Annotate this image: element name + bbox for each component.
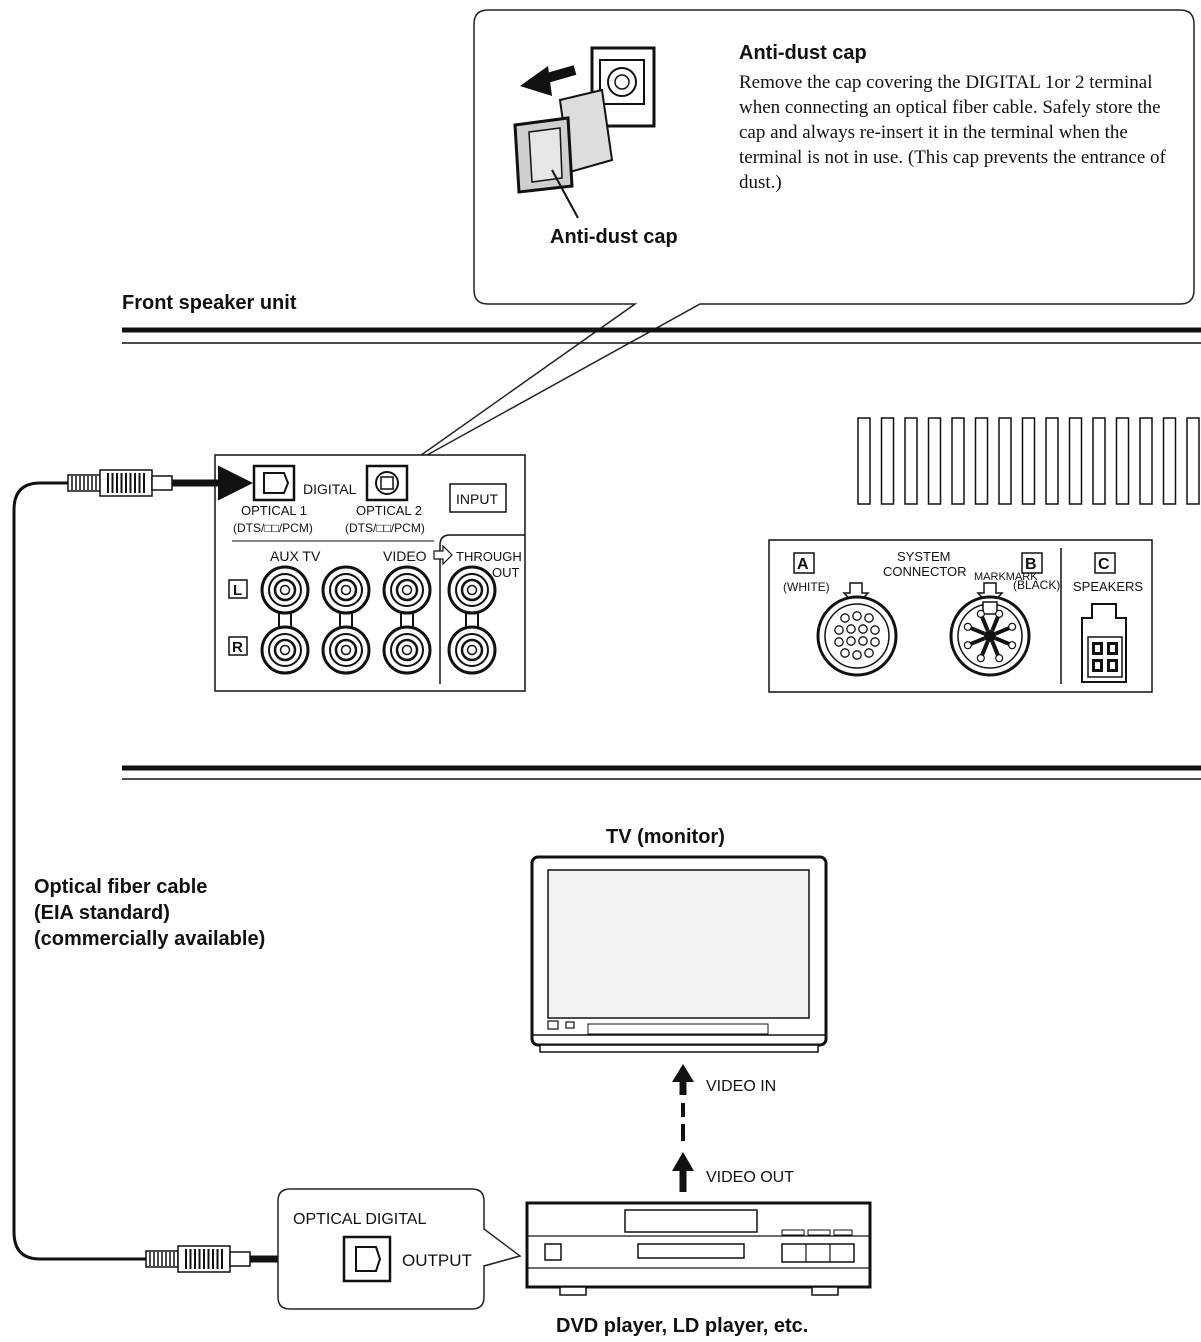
left-channel-label: L — [233, 582, 242, 599]
vent-slot — [857, 417, 871, 505]
mark-label: MARKMARK — [974, 571, 1038, 583]
connector-label: CONNECTOR — [883, 564, 967, 579]
through-arrow-icon — [433, 544, 453, 566]
rca-jack[interactable] — [447, 625, 497, 675]
optical-2-label: OPTICAL 2 — [356, 503, 422, 518]
vent-slot — [1092, 417, 1106, 505]
vent-slot — [904, 417, 918, 505]
rca-jack[interactable] — [321, 565, 371, 615]
rca-jack[interactable] — [382, 625, 432, 675]
tv-title: TV (monitor) — [606, 826, 725, 848]
optical-1-label: OPTICAL 1 — [241, 503, 307, 518]
rca-jack[interactable] — [321, 625, 371, 675]
connector-a-color: (WHITE) — [783, 580, 830, 594]
speakers-label: SPEAKERS — [1073, 579, 1143, 594]
dvd-player: DVD player, LD player, etc. — [525, 1201, 872, 1337]
digital-label: DIGITAL — [303, 481, 357, 497]
anti-dust-cap-illustration — [513, 46, 656, 219]
connector-c-label: C — [1098, 556, 1110, 573]
connector-b-color: (BLACK) — [1013, 578, 1060, 592]
video-connection-arrows: VIDEO IN VIDEO OUT — [672, 1064, 794, 1192]
front-unit-title: Front speaker unit — [122, 292, 297, 314]
rca-jack[interactable] — [447, 565, 497, 615]
cable-label-line-1: Optical fiber cable — [34, 876, 208, 898]
optical-fiber-cable-label: Optical fiber cable (EIA standard) (comm… — [34, 874, 265, 952]
vent-slots — [857, 417, 1200, 505]
system-connector-b[interactable] — [949, 582, 1031, 677]
vent-slot — [927, 417, 942, 505]
vent-slot — [1162, 417, 1177, 505]
right-channel-label: R — [232, 639, 243, 656]
rca-jack[interactable] — [260, 625, 310, 675]
cable-label-line-2: (EIA standard) — [34, 902, 170, 924]
system-connector-panel: A (WHITE) SYSTEM CONNECTOR B MARKMARK (B… — [768, 539, 1153, 693]
video-out-label: VIDEO OUT — [706, 1169, 794, 1186]
vent-slot — [1115, 417, 1130, 505]
vent-slot — [998, 417, 1012, 505]
optical-fiber-cable — [12, 465, 343, 1277]
optical-1-formats: (DTS/□□/PCM) — [233, 521, 313, 535]
output-label: OUTPUT — [402, 1251, 472, 1270]
cable-label-line-3: (commercially available) — [34, 928, 266, 950]
input-panel: DIGITAL OPTICAL 1 (DTS/□□/PCM) OPTICAL 2… — [214, 454, 526, 692]
video-in-label: VIDEO IN — [706, 1078, 776, 1095]
rca-jack[interactable] — [260, 565, 310, 615]
vent-slot — [1068, 417, 1083, 505]
vent-slot — [1186, 417, 1200, 505]
out-label: OUT — [492, 565, 520, 580]
vent-slot — [974, 417, 989, 505]
callout-body: Remove the cap covering the DIGITAL 1or … — [739, 72, 1166, 193]
optical-output-jack[interactable] — [342, 1235, 392, 1283]
connector-a-label: A — [797, 556, 809, 573]
rca-jack[interactable] — [382, 565, 432, 615]
through-label: THROUGH — [456, 549, 522, 564]
vent-slot — [880, 417, 895, 505]
aux-tv-label: AUX TV — [270, 548, 321, 564]
vent-slot — [951, 417, 965, 505]
optical-1-jack[interactable] — [252, 464, 296, 502]
optical-2-formats: (DTS/□□/PCM) — [345, 521, 425, 535]
speakers-connector[interactable] — [1081, 603, 1127, 683]
system-connector-a[interactable] — [816, 582, 898, 677]
tv-monitor: TV (monitor) — [530, 826, 828, 1053]
vent-slot — [1045, 417, 1059, 505]
optical-digital-label: OPTICAL DIGITAL — [293, 1211, 426, 1228]
video-label: VIDEO — [383, 548, 427, 564]
optical-2-jack[interactable] — [365, 464, 409, 502]
front-speaker-unit: Front speaker unit — [122, 292, 1201, 780]
cap-image-label: Anti-dust cap — [550, 226, 678, 248]
source-title: DVD player, LD player, etc. — [556, 1315, 808, 1337]
anti-dust-callout: Anti-dust cap — [399, 9, 1195, 471]
vent-slot — [1021, 417, 1036, 505]
source-output-callout: OPTICAL DIGITAL OUTPUT — [277, 1188, 522, 1310]
system-label: SYSTEM — [897, 549, 950, 564]
vent-slot — [1139, 417, 1153, 505]
connector-b-label: B — [1025, 556, 1037, 573]
cable-plug-top — [67, 465, 253, 501]
callout-title: Anti-dust cap — [739, 42, 867, 64]
input-label: INPUT — [456, 491, 498, 507]
